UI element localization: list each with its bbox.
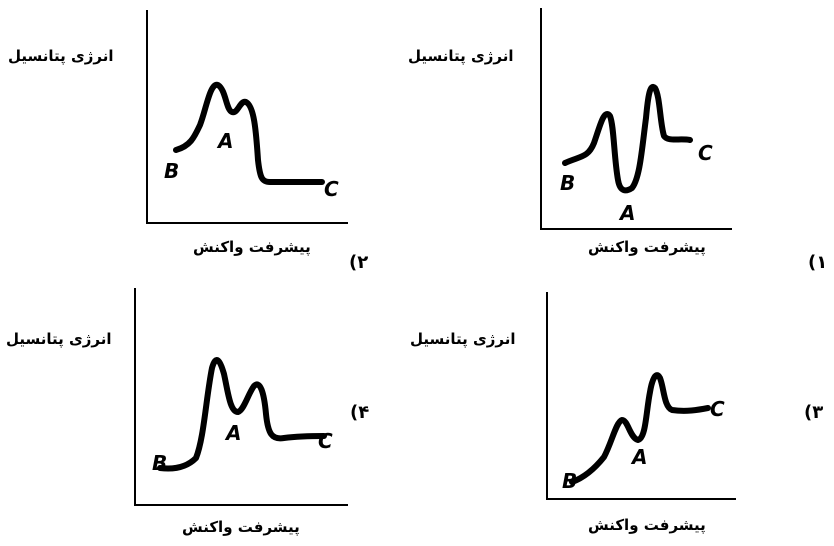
option-number: ۳) <box>804 402 824 423</box>
option-number: ۱) <box>808 252 828 273</box>
point-b-label: B <box>164 159 179 183</box>
energy-curve-4: B A C <box>152 357 333 475</box>
y-axis-label: انرژی پتانسیل <box>408 47 514 65</box>
point-c-label: C <box>698 141 713 165</box>
point-c-label: C <box>318 429 333 453</box>
axes <box>146 10 348 224</box>
y-axis-label: انرژی پتانسیل <box>8 47 114 65</box>
axes <box>540 8 732 230</box>
point-a-label: A <box>224 421 241 445</box>
axes <box>546 292 736 500</box>
option-number: ۲) <box>349 252 369 273</box>
point-b-label: B <box>152 451 167 475</box>
point-b-label: B <box>560 171 575 195</box>
point-a-label: A <box>618 201 635 225</box>
x-axis-label: پیشرفت واکنش <box>588 238 706 256</box>
energy-curve-1: B A C <box>560 83 713 225</box>
y-axis-label: انرژی پتانسیل <box>6 330 112 348</box>
point-b-label: B <box>562 469 577 493</box>
point-a-label: A <box>216 129 233 153</box>
x-axis-label: پیشرفت واکنش <box>193 238 311 256</box>
y-axis-label: انرژی پتانسیل <box>410 330 516 348</box>
point-c-label: C <box>324 177 339 201</box>
point-a-label: A <box>630 445 647 469</box>
energy-curve-2: B A C <box>164 82 339 201</box>
axes <box>134 288 348 506</box>
energy-curve-3: B A C <box>562 372 725 493</box>
option-number: ۴) <box>350 402 370 423</box>
x-axis-label: پیشرفت واکنش <box>182 518 300 536</box>
point-c-label: C <box>710 397 725 421</box>
x-axis-label: پیشرفت واکنش <box>588 516 706 534</box>
